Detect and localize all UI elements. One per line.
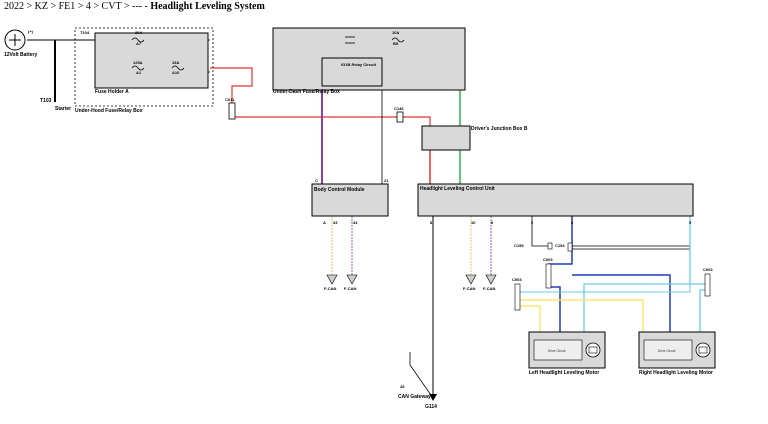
drivers-junction-box: [421, 125, 471, 151]
drivers-box-label: Driver's Junction Box B: [471, 126, 528, 132]
battery-plus-label: (+): [28, 29, 34, 34]
wire-yellow-right: [520, 299, 644, 332]
c146-connector: [396, 111, 404, 123]
wire-lightblue-left: [583, 216, 691, 332]
bcm-pin-a: A: [323, 220, 326, 225]
right-drive-circuit-label: Drive Circuit: [658, 349, 675, 353]
ground-label: G114: [425, 404, 437, 410]
c154-connector: [567, 242, 573, 252]
c159-label: C159: [514, 243, 524, 248]
c003-connector-b: [514, 283, 521, 311]
relay-box: [321, 57, 383, 87]
wire-hl2: [531, 216, 548, 247]
fuse-a7-label: A7: [136, 41, 142, 46]
relay-label: IG1B Relay Circuit: [341, 62, 377, 67]
fcan-label-1: F-CAN: [324, 286, 337, 291]
c003-label-c: C003: [703, 267, 713, 272]
t103-label: T103: [40, 98, 52, 104]
wire-blue-left: [548, 216, 573, 332]
page-title: Headlight Leveling System: [150, 1, 265, 12]
fuse-b5-label: B5: [393, 41, 399, 46]
fuse-125a-label: 125A: [133, 60, 143, 65]
left-drive-circuit-label: Drive Circuit: [548, 349, 565, 353]
c011-label: C011: [225, 97, 235, 102]
c003-label-b: C003: [512, 277, 522, 282]
fuse-holder-box: [94, 32, 209, 89]
fcan-label-3: F-CAN: [463, 286, 476, 291]
hlcu-label: Headlight Leveling Control Unit: [420, 186, 495, 192]
fcan-terminal-1: F-CAN: [324, 274, 338, 291]
c011-connector: [228, 102, 236, 120]
under-hood-box-outline: [74, 27, 214, 107]
c146-label: C146: [394, 106, 404, 111]
right-motor-icon: [695, 342, 711, 358]
wire-yellow-left: [520, 305, 541, 332]
fcan-terminal-2: F-CAN: [344, 274, 358, 291]
fuse-30a-icon: 30A A7: [131, 30, 145, 46]
hl-pin-2: 2: [531, 220, 534, 225]
wire-blue-right: [572, 274, 671, 332]
wire-red-power: [210, 67, 431, 126]
fcan-label-2: F-CAN: [344, 286, 357, 291]
fuse-30a-label: 30A: [135, 30, 142, 35]
fuse-holder-label: Fuse Holder A: [95, 89, 129, 95]
wire-lightblue-cross: [520, 284, 691, 293]
c003-connector-c: [704, 273, 711, 297]
c003-connector-a: [545, 263, 552, 289]
fuse-125a-icon: 125A A1: [131, 60, 145, 75]
bcm-label: Body Control Module: [314, 187, 365, 193]
fuse-10a-label: 10A: [392, 30, 399, 35]
ground-icon: [429, 394, 437, 401]
left-drive-circuit: [533, 339, 583, 361]
fuse-10a-icon: 10A B5: [391, 30, 405, 46]
fuse-a10-label: A10: [172, 70, 180, 75]
bcm-pin-21: 21: [384, 178, 389, 183]
battery-label: 12Volt Battery: [4, 52, 37, 58]
wire-lightblue-right: [699, 289, 706, 332]
fuse-15a-icon: 15A A10: [171, 60, 185, 75]
fuse-15a-label: 15A: [172, 60, 179, 65]
body-control-module: [311, 183, 389, 217]
battery-icon: [4, 29, 26, 51]
fcan-terminal-4: F-CAN: [483, 274, 497, 291]
hl-pin-5: 5: [689, 220, 692, 225]
can-gateway-label: CAN Gateway: [398, 394, 431, 400]
headlight-leveling-control-unit: [417, 183, 694, 217]
starter-label: Starter: [55, 106, 71, 112]
hl-pin-9: 9: [491, 220, 494, 225]
left-motor-icon: [585, 342, 601, 358]
bcm-pin-c: C: [315, 178, 318, 183]
t104-label: T104: [80, 30, 90, 35]
fuse-a1-label: A1: [136, 70, 142, 75]
bcm-pin-33: 33: [333, 220, 338, 225]
right-motor-label: Right Headlight Leveling Motor: [639, 370, 713, 376]
left-motor-label: Left Headlight Leveling Motor: [529, 370, 599, 376]
breadcrumb: 2022 > KZ > FE1 > 4 > CVT > --- - Headli…: [4, 1, 265, 12]
c154-label: C154: [555, 243, 565, 248]
right-drive-circuit: [643, 339, 693, 361]
under-dash-box-label: Under-Dash Fuse/Relay Box: [273, 89, 340, 95]
switch-icon: [345, 36, 355, 44]
hl-pin-4: 4: [571, 220, 574, 225]
bcm-pin-34: 34: [353, 220, 358, 225]
wire-can-gateway: [409, 352, 434, 399]
hl-pin-8: 8: [430, 220, 433, 225]
fcan-label-4: F-CAN: [483, 286, 496, 291]
breadcrumb-path: 2022 > KZ > FE1 > 4 > CVT > --- -: [4, 1, 151, 12]
can-gateway-pin: 28: [400, 384, 405, 389]
c159-connector: [547, 242, 553, 250]
c003-label-a: C003: [543, 257, 553, 262]
hl-pin-10: 10: [471, 220, 476, 225]
fcan-terminal-3: F-CAN: [463, 274, 477, 291]
under-hood-box-label: Under-Hood Fuse/Relay Box: [75, 108, 143, 114]
